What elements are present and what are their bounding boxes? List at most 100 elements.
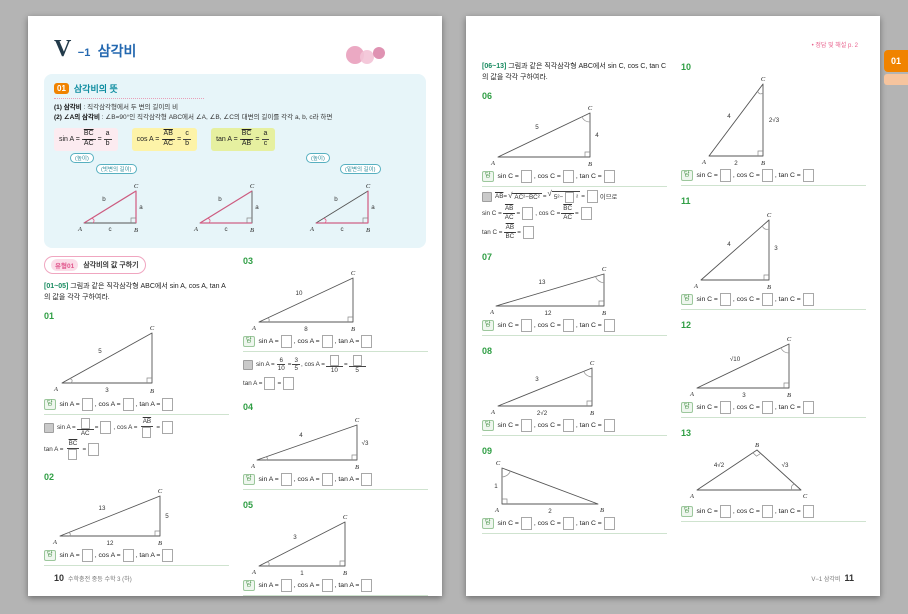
- problem-number: 10: [681, 62, 692, 72]
- concept-line-1-label: (1) 삼각비: [54, 104, 82, 111]
- answer-box: [719, 169, 731, 182]
- problem-number: 01: [44, 311, 55, 321]
- vertex-label: A: [701, 159, 706, 166]
- fraction-denominator: 5: [355, 367, 359, 374]
- answer-reference: • 정답 및 해설 p. 2: [811, 43, 858, 49]
- vertex-label: B: [355, 464, 359, 470]
- vertex-label: B: [600, 507, 604, 514]
- chapter-tab: 01: [884, 50, 908, 85]
- answer-box: [88, 443, 100, 457]
- fraction-denominator: AB: [240, 140, 253, 149]
- book-title: 수학충전 중등 수학 3 (하): [68, 576, 132, 583]
- angle-arc: [761, 225, 770, 230]
- side-label: b: [334, 196, 338, 203]
- answer-box: [162, 421, 174, 435]
- triangle-outline: [258, 277, 354, 323]
- answer-box: [522, 206, 534, 220]
- vertex-label: A: [490, 309, 494, 316]
- right-angle-marker: [763, 274, 769, 280]
- vertex-label: C: [355, 417, 360, 424]
- blank-box: [68, 448, 78, 460]
- concept-line-2-text: : ∠B=90°인 직각삼각형 ABC에서 ∠A, ∠B, ∠C의 대변의 길이…: [100, 114, 333, 122]
- fraction-numerator: [76, 418, 94, 430]
- concept-line-1: (1) 삼각비 : 직각삼각형에서 두 변의 길이의 비: [54, 103, 416, 113]
- type-badge: 유형01: [51, 259, 79, 271]
- vertex-label: B: [366, 227, 370, 233]
- side-label: 4√2: [714, 462, 725, 469]
- side-label: √10: [730, 356, 741, 363]
- segment-name: AB: [142, 418, 152, 425]
- fraction-denominator: [64, 448, 81, 460]
- vertex-label: B: [787, 392, 791, 398]
- vertex-label: A: [309, 226, 314, 233]
- answer-box: [603, 319, 615, 333]
- fraction-numerator: BC: [81, 130, 96, 140]
- triangle-outline: [696, 343, 790, 389]
- segment-name: AB: [241, 139, 252, 147]
- fraction-numerator: AB: [502, 205, 516, 214]
- fraction-denominator: b: [185, 139, 190, 147]
- angle-arc: [207, 217, 211, 223]
- blank-box: [142, 426, 152, 438]
- angle-arc: [91, 217, 95, 223]
- segment-name: AC: [504, 213, 514, 221]
- fraction-numerator: BC: [561, 205, 574, 214]
- concept-number-badge: 01: [54, 83, 69, 94]
- side-label: 1: [494, 483, 498, 490]
- vertex-label: C: [343, 514, 348, 521]
- chapter-title: V −1 삼각비: [54, 36, 136, 63]
- problem-range-instruction: [01~05] 그림과 같은 직각삼각형 ABC에서 sin A, cos A,…: [44, 282, 229, 303]
- sqrt-expression: √5²−²: [548, 190, 581, 203]
- triangle-outline: [696, 449, 802, 491]
- answer-badge: 답: [482, 320, 494, 332]
- side-label: 4: [727, 241, 731, 248]
- angle-arc: [757, 91, 764, 95]
- fraction-numerator: BC: [239, 130, 254, 140]
- vertex-label: C: [250, 183, 255, 190]
- side-label: 3: [105, 387, 109, 394]
- right-angle-marker: [783, 382, 789, 388]
- vertex-label: C: [351, 270, 356, 277]
- answer-box: [100, 421, 112, 435]
- answer-box: [361, 335, 373, 348]
- vertex-label: A: [693, 283, 698, 290]
- fraction-numerator: a: [103, 130, 112, 140]
- right-angle-marker: [130, 217, 136, 223]
- answer-box: [761, 293, 773, 306]
- answer-badge: 답: [681, 402, 693, 413]
- side-label: b: [102, 196, 106, 203]
- vertex-label: A: [53, 386, 58, 393]
- vertex-label: A: [52, 539, 57, 546]
- segment-name: AC: [80, 430, 90, 437]
- fraction-denominator: c: [263, 139, 268, 147]
- concept-box: 01 삼각비의 뜻 (1) 삼각비 : 직각삼각형에서 두 변의 길이의 비 (…: [44, 74, 426, 248]
- side-label: 5: [98, 348, 102, 355]
- angle-arc: [583, 371, 593, 378]
- solution-line: tan A = =: [243, 376, 428, 390]
- answer-badge: 답: [243, 336, 255, 347]
- vertex-label: B: [158, 540, 162, 546]
- solution-icon: [44, 422, 54, 433]
- answer-box: [802, 505, 814, 518]
- segment-name: AC: [514, 194, 524, 201]
- annotation-oval: (높이): [70, 152, 94, 163]
- side-label: 13: [539, 279, 546, 286]
- angle-arc: [501, 471, 511, 478]
- right-angle-marker: [246, 217, 252, 223]
